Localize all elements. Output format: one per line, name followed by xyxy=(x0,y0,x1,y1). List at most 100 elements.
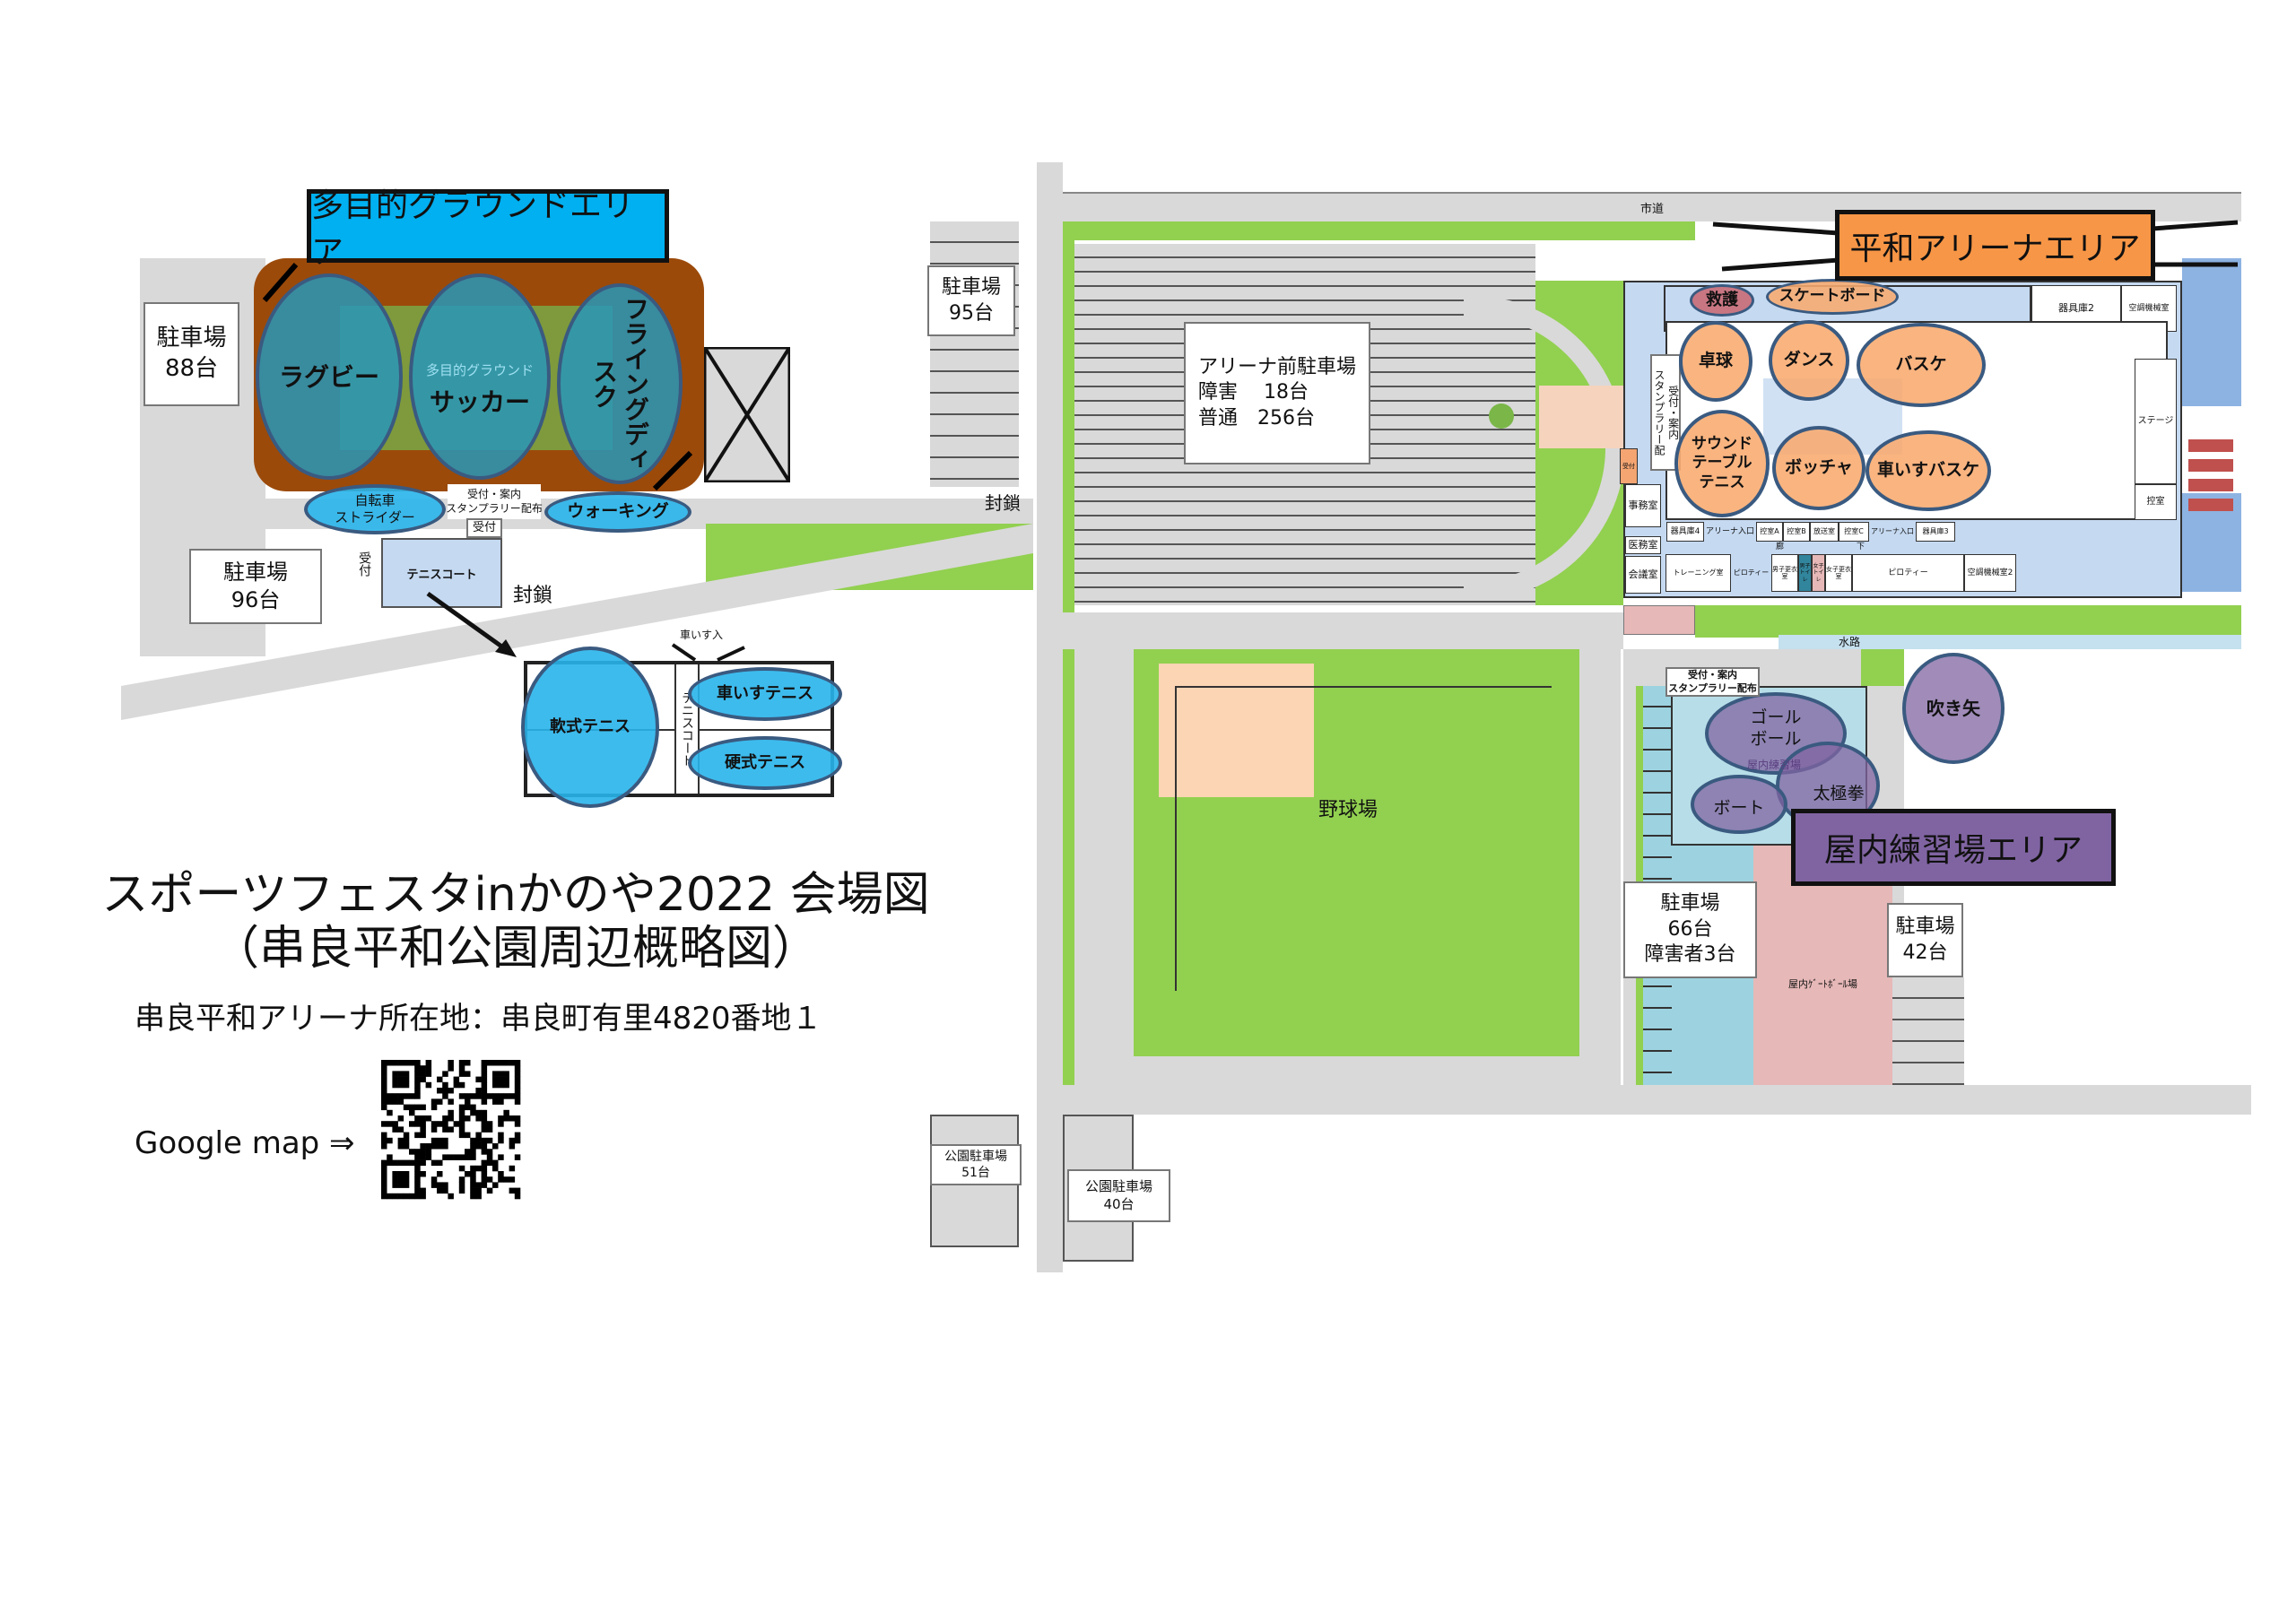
qr-module xyxy=(397,1171,404,1177)
qr-module xyxy=(470,1154,476,1160)
qr-module xyxy=(486,1126,493,1133)
qr-module xyxy=(403,1060,410,1066)
qr-code[interactable] xyxy=(381,1060,525,1200)
qr-module xyxy=(414,1088,421,1094)
qr-module xyxy=(514,1088,521,1094)
event-strider[interactable]: 自転車 ストライダー xyxy=(304,484,446,534)
qr-module xyxy=(509,1143,516,1150)
qr-module xyxy=(486,1121,493,1127)
green-small xyxy=(1861,649,1904,686)
qr-module xyxy=(437,1187,443,1194)
qr-module xyxy=(448,1060,454,1066)
qr-module xyxy=(420,1159,426,1167)
qr-module xyxy=(420,1126,426,1133)
qr-module xyxy=(481,1065,488,1072)
event-rugby[interactable]: ラグビー xyxy=(256,273,403,480)
qr-module xyxy=(387,1109,393,1116)
qr-module xyxy=(392,1098,398,1105)
qr-module xyxy=(425,1115,432,1122)
qr-module xyxy=(486,1154,493,1160)
qr-module xyxy=(420,1065,426,1072)
qr-module xyxy=(387,1154,393,1160)
qr-module xyxy=(442,1121,448,1127)
event-wheelchair-basketball[interactable]: 車いすバスケ xyxy=(1866,430,1991,511)
qr-module xyxy=(492,1143,499,1150)
parking-96-label: 駐車場 96台 xyxy=(189,549,322,624)
qr-module xyxy=(465,1149,471,1155)
event-flying-disc[interactable]: フライングディスク xyxy=(557,283,683,484)
event-skateboard[interactable]: スケートボード xyxy=(1766,279,1899,315)
corridor-label: 廊 下 xyxy=(1776,542,1866,551)
event-soft-tennis[interactable]: 軟式テニス xyxy=(521,647,659,808)
qr-module xyxy=(492,1098,499,1105)
event-table-tennis[interactable]: 卓球 xyxy=(1679,321,1752,402)
qr-module xyxy=(397,1143,404,1150)
qr-module xyxy=(437,1143,443,1150)
google-map-label[interactable]: Google map ⇒ xyxy=(135,1125,355,1161)
qr-module xyxy=(514,1071,521,1077)
qr-module xyxy=(381,1098,387,1105)
qr-module xyxy=(381,1060,387,1066)
qr-module xyxy=(387,1093,393,1099)
qr-module xyxy=(448,1109,454,1116)
qr-module xyxy=(420,1149,426,1155)
event-basketball[interactable]: バスケ xyxy=(1857,323,1986,407)
qr-module xyxy=(437,1098,443,1105)
map-subtitle: （串良平和公園周辺概略図） xyxy=(212,922,819,976)
qr-module xyxy=(397,1076,404,1083)
qr-module xyxy=(492,1093,499,1099)
qr-module xyxy=(437,1182,443,1188)
qr-module xyxy=(481,1126,488,1133)
qr-module xyxy=(498,1154,504,1160)
parking-42 xyxy=(1892,977,1964,1085)
qr-module xyxy=(498,1121,504,1127)
event-sound-table-tennis[interactable]: サウンド テーブル テニス xyxy=(1674,410,1770,517)
event-walking[interactable]: ウォーキング xyxy=(544,491,691,533)
qr-module xyxy=(420,1104,426,1111)
qr-module xyxy=(414,1093,421,1099)
qr-module xyxy=(470,1143,476,1150)
waterway-label: 水路 xyxy=(1839,636,1861,648)
qr-module xyxy=(465,1060,471,1066)
qr-module xyxy=(387,1121,393,1127)
qr-module xyxy=(437,1159,443,1167)
qr-module xyxy=(470,1171,476,1177)
tree-icon xyxy=(1489,404,1514,429)
event-soccer[interactable]: サッカー xyxy=(409,273,551,480)
qr-module xyxy=(409,1149,415,1155)
qr-module xyxy=(381,1159,387,1167)
qr-module xyxy=(403,1081,410,1089)
event-dance[interactable]: ダンス xyxy=(1769,320,1849,401)
qr-module xyxy=(442,1182,448,1188)
event-boccia[interactable]: ボッチャ xyxy=(1772,426,1866,510)
qr-module xyxy=(403,1093,410,1099)
event-fukiya[interactable]: 吹き矢 xyxy=(1902,653,2005,764)
event-goalball[interactable]: ゴール ボール xyxy=(1705,692,1847,775)
parking-95-label: 駐車場 95台 xyxy=(927,265,1015,336)
qr-module xyxy=(392,1121,398,1127)
room: ピロティー xyxy=(1731,554,1771,592)
closed-label-left: 封鎖 xyxy=(513,585,553,607)
wheelchair-entrance-label: 車いす入 xyxy=(680,629,724,641)
indoor-reception: 受付・案内 スタンプラリー配布 xyxy=(1665,667,1760,697)
qr-module xyxy=(430,1143,438,1150)
qr-module xyxy=(420,1132,426,1139)
event-hard-tennis[interactable]: 硬式テニス xyxy=(688,736,842,790)
qr-module xyxy=(475,1115,482,1122)
qr-module xyxy=(498,1176,504,1183)
ground-reception-guide: 受付・案内 スタンプラリー配布 xyxy=(446,484,543,519)
qr-module xyxy=(492,1081,499,1089)
qr-module xyxy=(458,1071,465,1077)
qr-module xyxy=(448,1115,454,1122)
event-boat[interactable]: ボート xyxy=(1691,775,1787,834)
event-wheelchair-tennis[interactable]: 車いすテニス xyxy=(688,667,842,721)
qr-module xyxy=(397,1098,404,1105)
qr-module xyxy=(514,1154,521,1160)
qr-module xyxy=(381,1093,387,1099)
qr-module xyxy=(498,1093,504,1099)
qr-module xyxy=(414,1176,421,1183)
qr-module xyxy=(492,1165,499,1172)
event-first-aid[interactable]: 救護 xyxy=(1690,284,1754,317)
qr-module xyxy=(397,1071,404,1077)
qr-module xyxy=(498,1098,504,1105)
